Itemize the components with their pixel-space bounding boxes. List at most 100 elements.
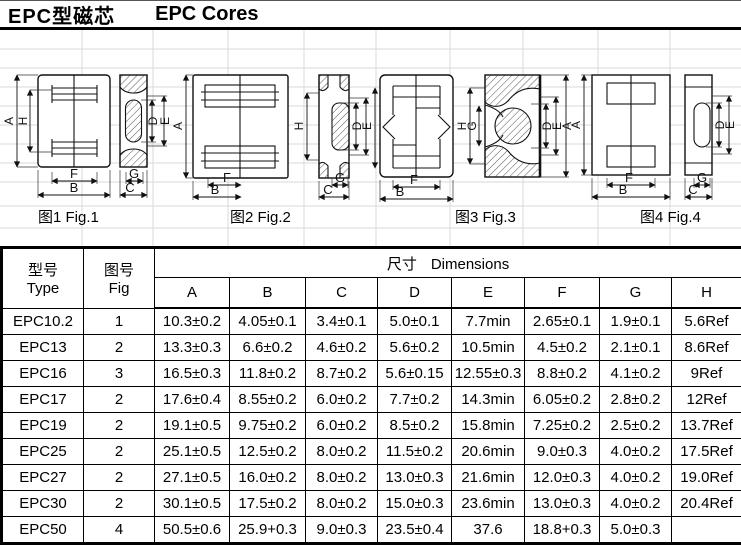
type-cell: EPC10.2 bbox=[2, 308, 84, 335]
dim-value-cell: 13.7Ref bbox=[672, 413, 741, 439]
dim-value-cell: 6.0±0.2 bbox=[306, 387, 378, 413]
fig2-front-view bbox=[193, 75, 288, 178]
col-header-h: H bbox=[672, 278, 741, 309]
dim-value-cell: 2.8±0.2 bbox=[600, 387, 672, 413]
dim-value-cell: 11.8±0.2 bbox=[230, 361, 306, 387]
fig1-side-view bbox=[120, 75, 147, 167]
fig2-dim-label-C: C bbox=[323, 182, 332, 197]
fig-cell: 2 bbox=[84, 335, 155, 361]
type-cell: EPC30 bbox=[2, 491, 84, 517]
dims-header-en: Dimensions bbox=[431, 256, 509, 273]
type-cell: EPC25 bbox=[2, 439, 84, 465]
fig1-dim-label-G: G bbox=[129, 166, 139, 181]
col-header-fig: 图号 Fig bbox=[84, 248, 155, 309]
dim-value-cell: 10.5min bbox=[452, 335, 525, 361]
dim-value-cell: 11.5±0.2 bbox=[378, 439, 452, 465]
dim-value-cell: 4.5±0.2 bbox=[525, 335, 600, 361]
type-cell: EPC50 bbox=[2, 517, 84, 544]
col-header-f: F bbox=[525, 278, 600, 309]
dim-value-cell: 8.7±0.2 bbox=[306, 361, 378, 387]
dim-value-cell: 4.0±0.2 bbox=[600, 439, 672, 465]
dim-value-cell: 23.5±0.4 bbox=[378, 517, 452, 544]
dim-value-cell: 9.75±0.2 bbox=[230, 413, 306, 439]
fig2-dim-label-H: H bbox=[292, 122, 306, 131]
dim-value-cell: 15.8min bbox=[452, 413, 525, 439]
fig4-dim-label-B: B bbox=[619, 182, 628, 197]
col-header-type-zh: 型号 bbox=[3, 259, 83, 280]
col-header-b: B bbox=[230, 278, 306, 309]
dim-value-cell: 23.6min bbox=[452, 491, 525, 517]
dim-value-cell: 4.0±0.2 bbox=[600, 465, 672, 491]
dim-value-cell: 6.6±0.2 bbox=[230, 335, 306, 361]
type-cell: EPC19 bbox=[2, 413, 84, 439]
fig-cell: 2 bbox=[84, 387, 155, 413]
dim-value-cell: 8.0±0.2 bbox=[306, 465, 378, 491]
dim-value-cell: 17.5±0.2 bbox=[230, 491, 306, 517]
col-header-fig-zh: 图号 bbox=[84, 259, 154, 280]
dim-value-cell: 4.05±0.1 bbox=[230, 308, 306, 335]
dim-value-cell: 5.0±0.3 bbox=[600, 517, 672, 544]
dim-value-cell: 37.6 bbox=[452, 517, 525, 544]
fig-cell: 2 bbox=[84, 439, 155, 465]
fig3-side-view bbox=[485, 75, 540, 177]
dim-value-cell: 9Ref bbox=[672, 361, 741, 387]
dim-value-cell: 2.1±0.1 bbox=[600, 335, 672, 361]
figure-caption: 图2 Fig.2 bbox=[230, 209, 291, 226]
dim-value-cell: 12.0±0.3 bbox=[525, 465, 600, 491]
fig4-dim-label-C: C bbox=[688, 182, 697, 197]
dim-value-cell: 4.0±0.2 bbox=[600, 491, 672, 517]
col-header-type: 型号 Type bbox=[2, 248, 84, 309]
dim-value-cell: 5.6Ref bbox=[672, 308, 741, 335]
dim-value-cell: 4.1±0.2 bbox=[600, 361, 672, 387]
fig4-dim-label-G: G bbox=[697, 170, 707, 185]
figure-caption: 图4 Fig.4 bbox=[640, 209, 701, 226]
fig2-side-view bbox=[319, 75, 349, 178]
fig2-dim-label-A: A bbox=[171, 122, 185, 130]
dim-value-cell: 21.6min bbox=[452, 465, 525, 491]
fig4-side-view bbox=[685, 75, 712, 175]
dim-value-cell: 8.6Ref bbox=[672, 335, 741, 361]
col-header-c: C bbox=[306, 278, 378, 309]
fig3-front-view bbox=[380, 75, 453, 177]
col-header-d: D bbox=[378, 278, 452, 309]
fig-cell: 4 bbox=[84, 517, 155, 544]
dim-value-cell: 10.3±0.2 bbox=[155, 308, 230, 335]
dim-value-cell: 2.65±0.1 bbox=[525, 308, 600, 335]
dim-value-cell: 16.0±0.2 bbox=[230, 465, 306, 491]
dim-value-cell: 30.1±0.5 bbox=[155, 491, 230, 517]
dim-value-cell: 13.3±0.3 bbox=[155, 335, 230, 361]
fig-cell: 2 bbox=[84, 413, 155, 439]
type-cell: EPC17 bbox=[2, 387, 84, 413]
fig-cell: 3 bbox=[84, 361, 155, 387]
type-cell: EPC13 bbox=[2, 335, 84, 361]
dim-value-cell: 12Ref bbox=[672, 387, 741, 413]
fig3-dim-label-B: B bbox=[396, 184, 405, 199]
type-cell: EPC27 bbox=[2, 465, 84, 491]
fig4-front-view bbox=[592, 75, 670, 175]
figure-drawings: A H F B D E G C bbox=[0, 30, 741, 246]
dim-value-cell: 3.4±0.1 bbox=[306, 308, 378, 335]
dim-value-cell: 14.3min bbox=[452, 387, 525, 413]
title-english: EPC Cores bbox=[155, 3, 258, 26]
dim-value-cell: 50.5±0.6 bbox=[155, 517, 230, 544]
figure-caption: 图3 Fig.3 bbox=[455, 209, 516, 226]
dim-value-cell: 9.0±0.3 bbox=[306, 517, 378, 544]
dim-value-cell: 17.5Ref bbox=[672, 439, 741, 465]
dim-value-cell: 2.5±0.2 bbox=[600, 413, 672, 439]
fig1-dim-label-B: B bbox=[70, 180, 79, 195]
fig4-dim-label-A: A bbox=[569, 121, 583, 129]
dim-value-cell: 13.0±0.3 bbox=[378, 465, 452, 491]
dim-value-cell: 19.1±0.5 bbox=[155, 413, 230, 439]
dim-value-cell bbox=[672, 517, 741, 544]
dim-value-cell: 8.5±0.2 bbox=[378, 413, 452, 439]
dim-value-cell: 6.05±0.2 bbox=[525, 387, 600, 413]
col-header-e: E bbox=[452, 278, 525, 309]
